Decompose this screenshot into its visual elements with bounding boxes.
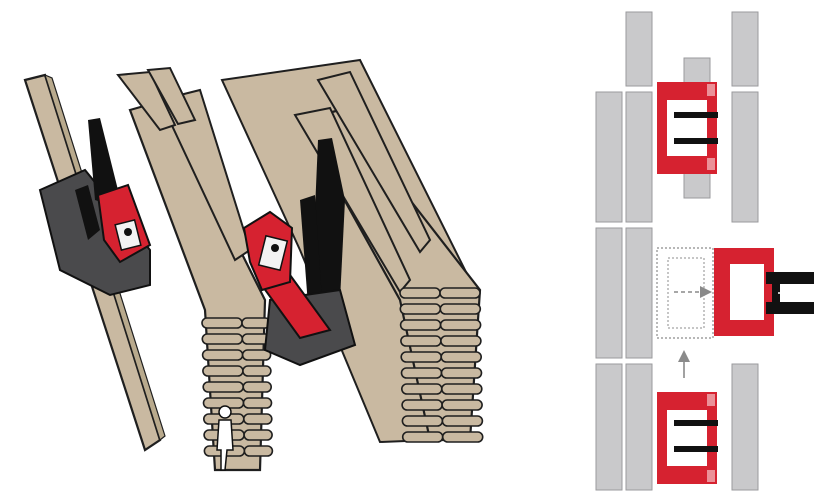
rack-column	[732, 92, 758, 222]
ghost-truck-outline	[657, 248, 713, 338]
top-truck	[657, 82, 718, 174]
rack-column	[732, 364, 758, 490]
arrow-up-icon	[678, 350, 690, 378]
rack-column	[626, 364, 652, 490]
rack-column	[596, 364, 622, 490]
rack-column	[596, 228, 622, 358]
rack-column	[732, 12, 758, 86]
arrow-right-icon	[798, 288, 808, 298]
bottom-truck	[657, 392, 718, 484]
rack-column	[596, 92, 622, 222]
middle-truck	[714, 248, 814, 336]
arrow-right-icon	[700, 286, 712, 298]
rack-column	[626, 92, 652, 222]
rack-column	[626, 228, 652, 358]
rack-column	[626, 12, 652, 86]
